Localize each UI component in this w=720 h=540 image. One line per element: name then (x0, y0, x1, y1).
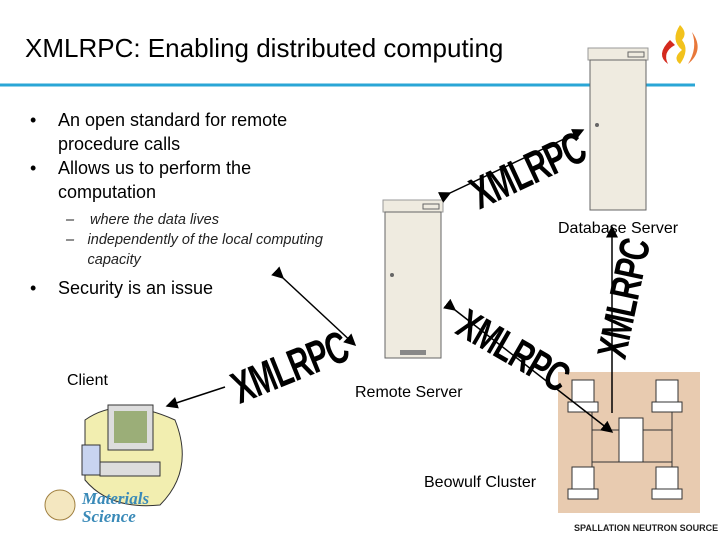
sub-bullet-text: where the data lives (90, 212, 219, 228)
remote-server-label: Remote Server (355, 384, 463, 401)
client-computer-icon (81, 404, 183, 507)
materials-science-seal (44, 489, 76, 521)
client-label: Client (67, 372, 108, 389)
database-server-label: Database Server (558, 220, 679, 237)
beowulf-cluster-label: Beowulf Cluster (424, 474, 537, 491)
bullet-item: •Allows us to perform the computation (30, 156, 330, 204)
sub-bullet-item: –independently of the local computing ca… (66, 230, 330, 270)
sub-bullet-text: independently of the local computing cap… (87, 232, 323, 268)
sub-bullet-item: –where the data lives (66, 212, 219, 228)
slide-title: XMLRPC: Enabling distributed computing (25, 33, 504, 63)
database-server-icon (587, 47, 649, 211)
remote-server-icon (382, 199, 444, 359)
beowulf-cluster-icon (558, 372, 700, 513)
flame-logo (661, 25, 698, 64)
bullet-text: Allows us to perform the computation (58, 158, 252, 202)
arrows (165, 129, 618, 433)
bullet-item: •An open standard for remote procedure c… (30, 108, 330, 156)
bullet-text: An open standard for remote procedure ca… (58, 110, 288, 154)
sns-logo: SPALLATION NEUTRON SOURCE (574, 523, 719, 533)
bullet-text: Security is an issue (58, 278, 214, 298)
bullet-item: •Security is an issue (30, 278, 214, 298)
bullet-list: •An open standard for remote procedure c… (30, 108, 330, 300)
materials-science-logo: Materials Science (82, 489, 150, 526)
